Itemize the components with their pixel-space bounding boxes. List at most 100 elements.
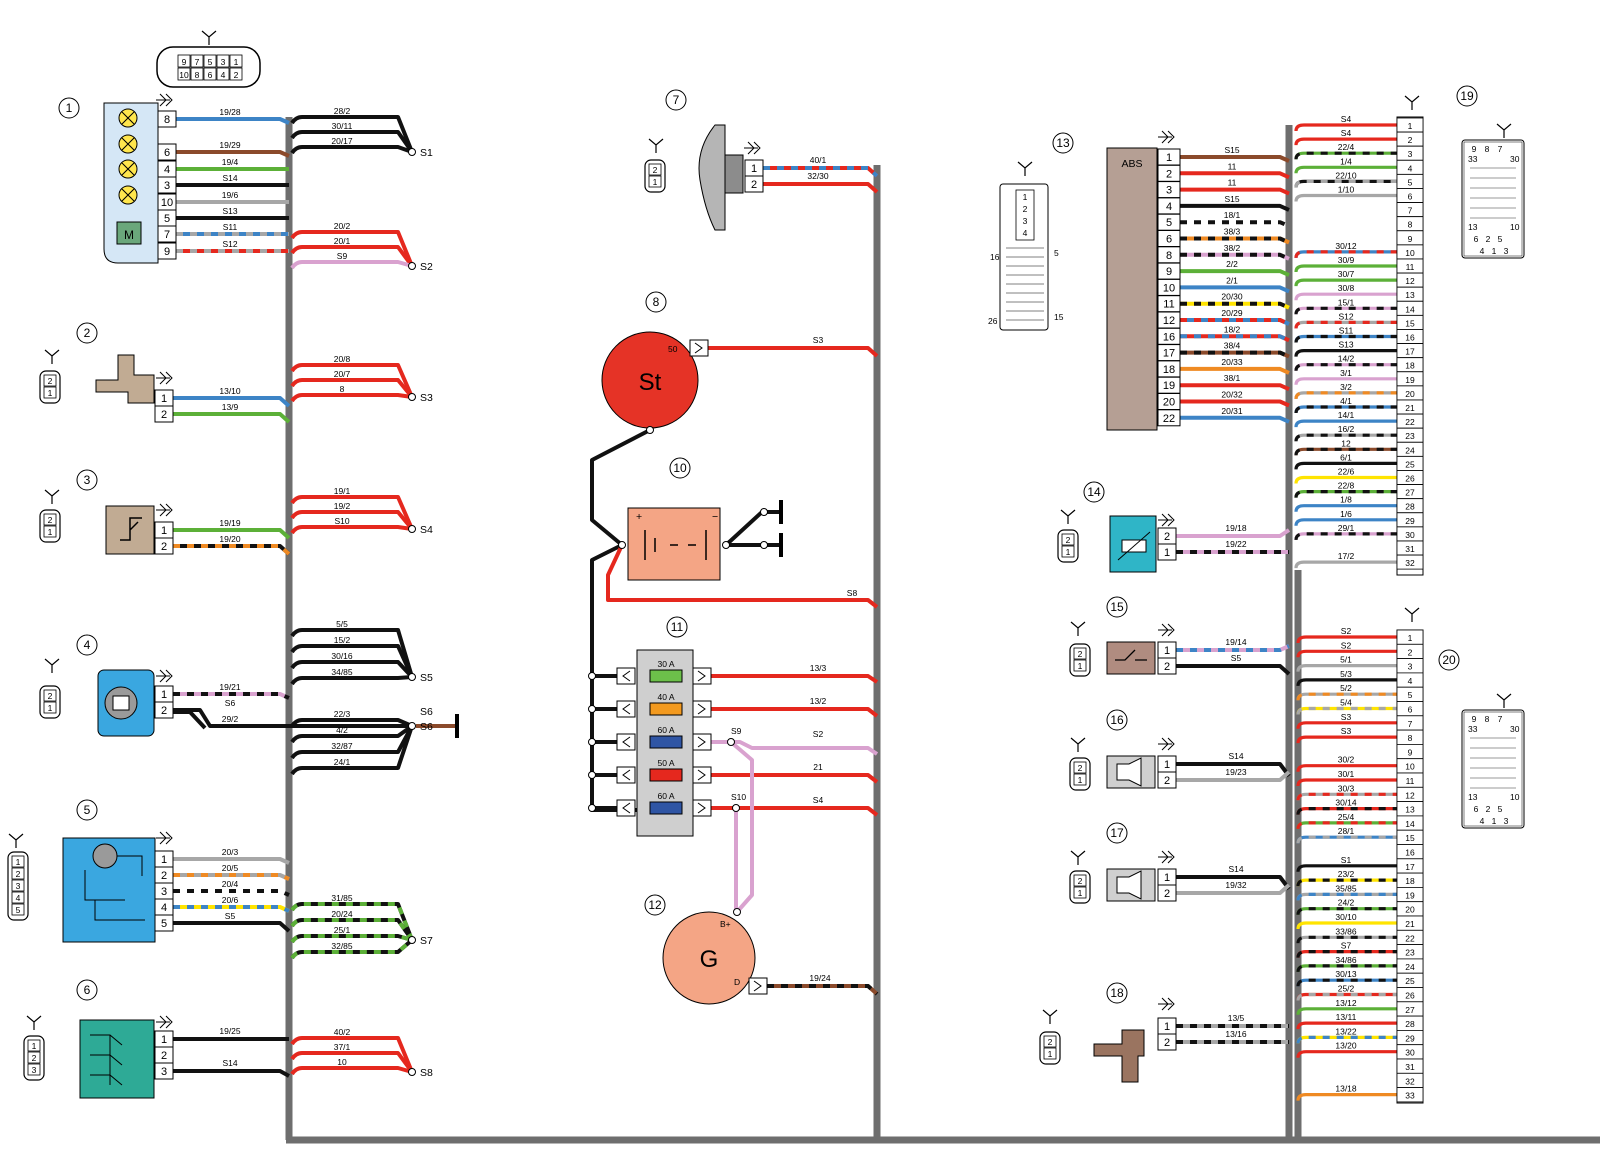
connector-19-pin-number: 27 [1405,488,1415,498]
component-4-wire-stripe [173,692,290,700]
splice-S1 [408,148,416,156]
pin-number: 9 [164,246,170,258]
pin-box [154,1062,174,1080]
connector-20-pin-number: 5 [1408,690,1413,700]
wire-code: 20/32 [1221,390,1243,400]
wire-code: 5/4 [1340,698,1352,708]
wire-code: 22/4 [1338,142,1355,152]
mini-connector-pin-number: 2 [1066,535,1071,545]
abs-connector-pin: 26 [988,316,998,326]
component-number [669,457,691,479]
lamp-cross-icon [121,162,135,176]
connector-symbol-icon [156,93,173,107]
connector-19-wire [1294,292,1397,301]
connector-face-pin: 10 [1510,792,1520,802]
lamp-cross-icon [121,137,135,151]
wire-code: 11 [1228,178,1237,188]
abs-wire [1180,383,1290,392]
generator-body [662,911,756,1005]
component-number [665,89,687,111]
connector-face-pin: 30 [1510,724,1520,734]
ground-node [760,508,768,516]
wire-code: 5/5 [336,619,348,629]
wire-code: S8 [847,588,858,598]
horn-wire [1176,770,1291,782]
mini-connector-pin-number: 1 [48,703,53,713]
motor-icon [92,843,118,869]
fuse-icon [649,669,683,683]
pin-number: 2 [1164,531,1170,543]
wire-code: 20/1 [334,236,351,246]
pin-number: 2 [1164,1037,1170,1049]
speaker-magnet-icon [724,154,744,194]
wire-code: 29/2 [222,714,239,724]
wire-code: 20/5 [222,863,239,873]
mini-connector-pin-number: 1 [1078,661,1083,671]
connector-20-pin-number: 21 [1405,919,1415,929]
battery-minus: − [712,511,718,523]
abs-wire [1180,155,1290,163]
connector-fork-icon [1042,1009,1058,1024]
mini-connector-pin-number: 2 [1048,1037,1053,1047]
pin-number: 1 [1164,645,1170,657]
component-number-text: 5 [84,803,91,817]
switch-15-wire [1176,664,1291,676]
wire-code: S12 [1338,311,1353,321]
wire-code: 25/1 [334,925,351,935]
pin-number: 3 [161,1066,167,1078]
connector-face-pin: 13 [1468,222,1478,232]
splice-wire-S7-stripe [290,934,413,944]
connector-20-wire [1296,778,1397,787]
fuse-icon [649,702,683,716]
wire-code: 35/85 [1335,883,1357,893]
pin-number: 8 [164,114,170,126]
connector-face-cell [216,54,230,68]
splice-wire-S7-stripe [290,938,414,960]
wire-code: 23/2 [1338,869,1355,879]
pin-number: 1 [1166,152,1172,164]
connector-19-pin-number: 13 [1405,290,1415,300]
mini-connector-pin [43,689,57,702]
terminal-box [692,667,712,685]
connector-20-wire-stripe [1296,792,1397,801]
battery-positive-node [618,541,626,549]
splice-name: S2 [420,261,433,273]
mini-connector-pin [1061,545,1075,558]
connector-20-pin-number: 6 [1408,705,1413,715]
wire-code: 24/2 [1338,898,1355,908]
connector-20-pin-number: 29 [1405,1033,1415,1043]
wire-code: 1/6 [1340,509,1352,519]
starter-terminal-node [646,426,654,434]
connector-19-wire [1294,123,1397,132]
connector-face-pin: 2 [234,70,239,80]
battery-positive-wire [590,428,651,547]
wire-code: 40/2 [334,1027,351,1037]
wire-code: 19/6 [222,190,239,200]
component-number-text: 7 [673,93,680,107]
component-5-wire-stripe [173,905,290,913]
splice-wire-S7-stripe [290,902,414,941]
terminal-box [692,766,712,784]
wire-code: 17/2 [1338,551,1355,561]
wire-code: S3 [1341,712,1352,722]
generator-label: G [700,946,719,973]
abs-wire-stripe [1180,252,1290,261]
connector-symbol-icon [1158,513,1175,527]
connector-19-pin-number: 28 [1405,502,1415,512]
wire-code: 16/2 [1338,424,1355,434]
wire-code: S4 [1341,128,1352,138]
wire-code: 20/7 [334,369,351,379]
fuse-rating: 60 A [657,791,674,801]
generator-terminal: D [734,977,740,987]
wire-code: 13/9 [222,402,239,412]
mini-connector-pin [11,855,25,868]
pin-number: 2 [1164,775,1170,787]
motor-label: M [124,228,134,242]
connector-19-pin-number: 11 [1406,262,1415,272]
connector-20-wire [1296,735,1397,744]
connector-20-pin-number: 25 [1405,976,1415,986]
pin-number: 1 [161,1034,167,1046]
connector-19-pin-number: 1 [1408,121,1413,131]
mini-connector-pin [43,374,57,387]
connector-20-pin-number: 14 [1405,819,1415,829]
